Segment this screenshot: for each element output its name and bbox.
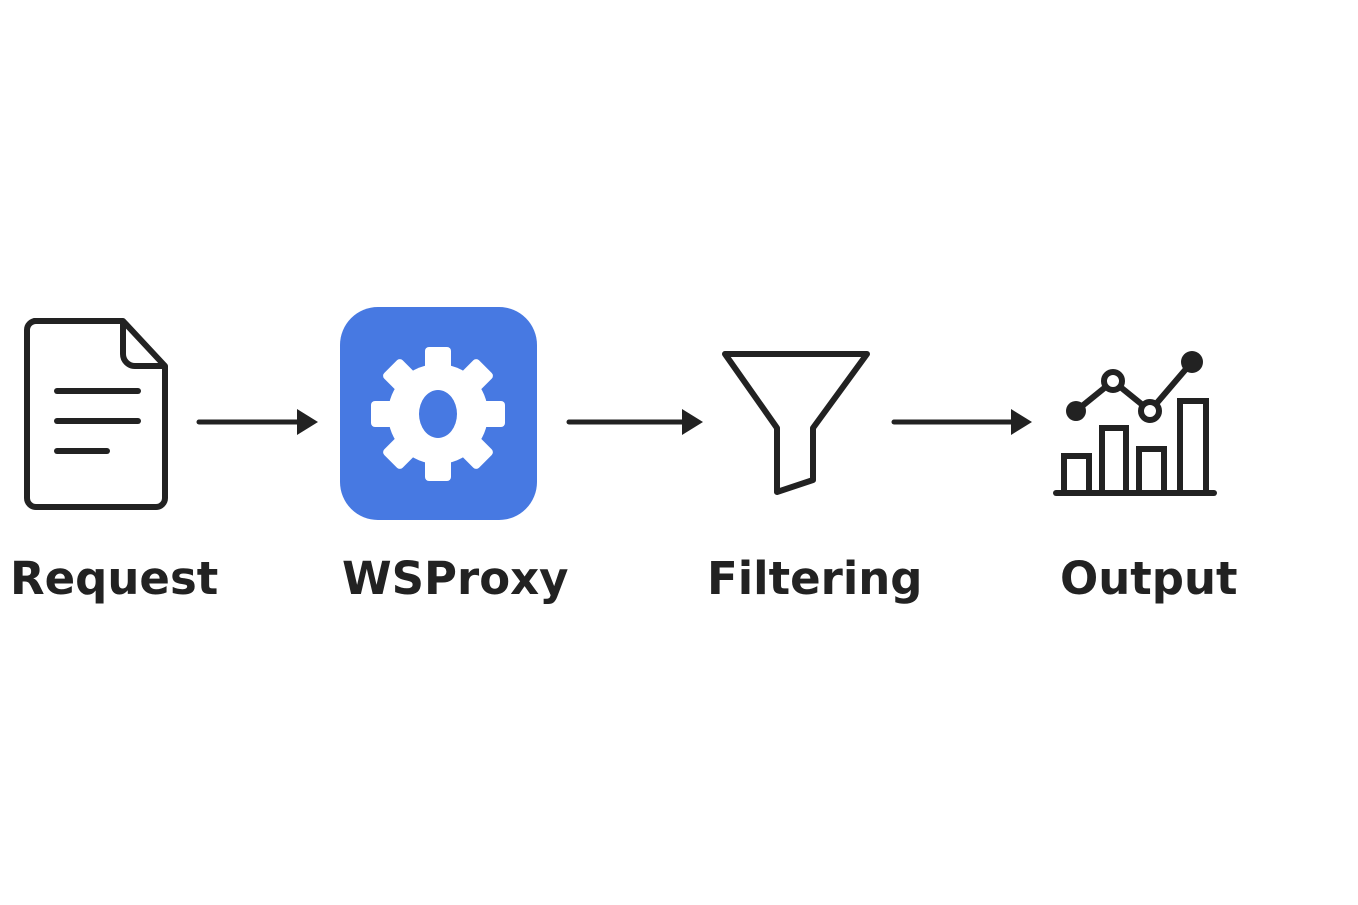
node-label-filtering: Filtering xyxy=(707,552,923,605)
flow-arrow xyxy=(891,406,1036,442)
flow-arrow xyxy=(566,406,706,442)
flow-arrow xyxy=(196,406,321,442)
gear-icon xyxy=(340,307,537,520)
node-label-output: Output xyxy=(1060,552,1238,605)
node-label-wsproxy: WSProxy xyxy=(342,552,569,605)
document-icon xyxy=(24,318,169,511)
funnel-icon xyxy=(721,350,871,495)
node-label-request: Request xyxy=(10,552,219,605)
chart-icon xyxy=(1053,350,1218,498)
